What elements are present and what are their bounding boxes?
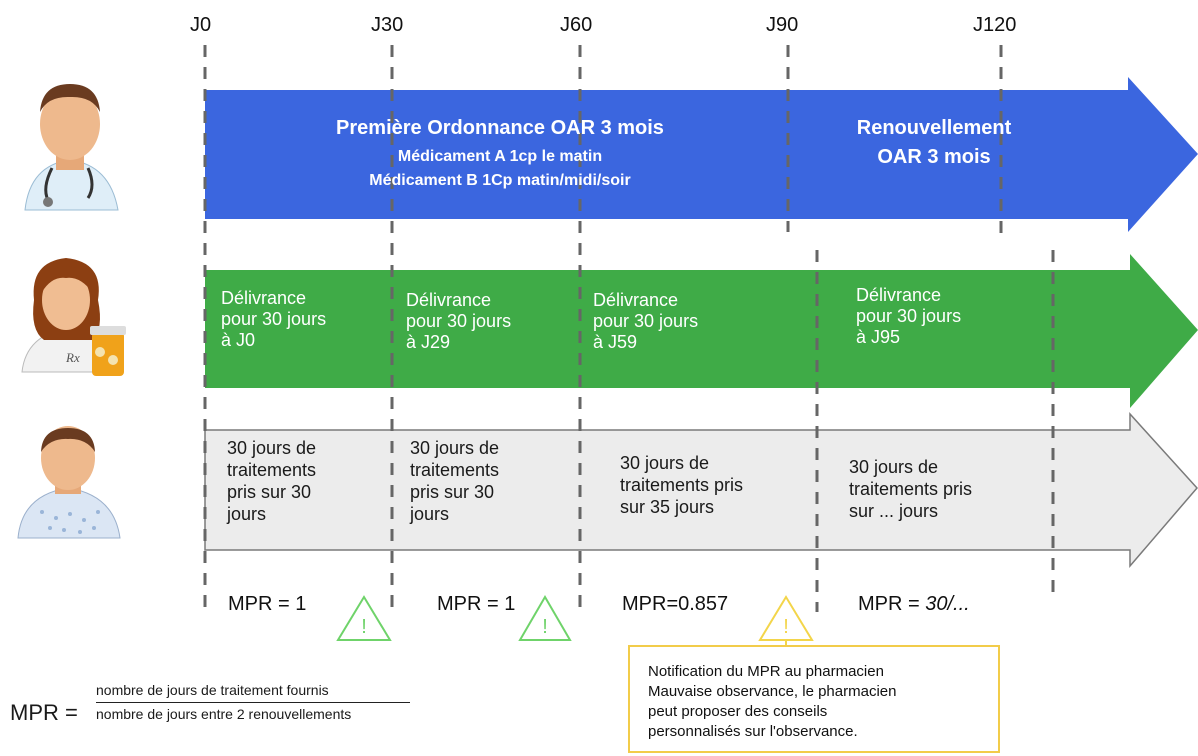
- treatment-1-line3: pris sur 30: [227, 482, 312, 502]
- notification-line2: Mauvaise observance, le pharmacien: [648, 683, 897, 700]
- notification-line1: Notification du MPR au pharmacien: [648, 663, 884, 680]
- delivery-3-line2: pour 30 jours: [593, 311, 699, 331]
- delivery-1-line2: pour 30 jours: [221, 309, 327, 329]
- day-markers: [203, 45, 1055, 612]
- delivery-1: Délivrance pour 30 jours à J0: [221, 288, 326, 351]
- formula-numerator: nombre de jours de traitement fournis: [96, 682, 329, 698]
- mpr-value-4-prefix: MPR =: [858, 593, 926, 615]
- treatment-2-line4: jours: [410, 504, 450, 524]
- delivery-1-line1: Délivrance: [221, 288, 307, 308]
- treatment-4-line2: traitements pris: [849, 479, 973, 499]
- prescription-arrow: [205, 77, 1198, 232]
- delivery-4-line3: à J95: [856, 327, 901, 347]
- mpr-value-4-value: 30/...: [925, 593, 970, 615]
- patient-icon: [17, 426, 121, 539]
- renewal-line2: OAR 3 mois: [877, 146, 991, 168]
- treatment-3-line3: sur 35 jours: [620, 497, 715, 517]
- mpr-value-4: MPR = 30/...: [858, 593, 970, 616]
- pharmacist-icon: Rx: [21, 258, 126, 376]
- treatment-4-line3: sur ... jours: [849, 501, 939, 521]
- svg-text:!: !: [783, 616, 789, 638]
- treatment-arrow: [204, 412, 1198, 569]
- notification-line3: peut proposer des conseils: [648, 703, 828, 720]
- notification-line4: personnalisés sur l'observance.: [648, 723, 858, 740]
- day-label-j30: J30: [371, 14, 404, 36]
- treatment-3-line1: 30 jours de: [620, 453, 710, 473]
- warning-icon-3: !: [758, 595, 814, 641]
- delivery-4-line2: pour 30 jours: [856, 306, 962, 326]
- delivery-3-line3: à J59: [593, 332, 638, 352]
- svg-text:!: !: [542, 616, 548, 638]
- delivery-2-line2: pour 30 jours: [406, 311, 512, 331]
- treatment-4: 30 jours de traitements pris sur ... jou…: [849, 456, 972, 522]
- treatment-1-line1: 30 jours de: [227, 438, 317, 458]
- day-label-j0: J0: [190, 14, 212, 36]
- day-label-j60: J60: [560, 14, 593, 36]
- delivery-4-line1: Délivrance: [856, 285, 942, 305]
- delivery-arrow: [205, 254, 1198, 408]
- day-label-j120: J120: [973, 14, 1017, 36]
- renewal-line1: Renouvellement: [856, 117, 1012, 139]
- svg-text:Rx: Rx: [65, 350, 80, 365]
- doctor-icon: [24, 84, 119, 211]
- first-prescription-line1: Médicament A 1cp le matin: [397, 148, 603, 165]
- treatment-1-line2: traitements: [227, 460, 317, 480]
- formula-fraction-bar: [96, 702, 410, 703]
- treatment-3: 30 jours de traitements pris sur 35 jour…: [620, 452, 743, 518]
- delivery-3-line1: Délivrance: [593, 290, 679, 310]
- treatment-4-line1: 30 jours de: [849, 457, 939, 477]
- svg-text:!: !: [361, 616, 367, 638]
- delivery-1-line3: à J0: [221, 330, 256, 350]
- warning-icon-1: !: [336, 595, 392, 641]
- treatment-2: 30 jours de traitements pris sur 30 jour…: [410, 437, 499, 525]
- formula-denominator: nombre de jours entre 2 renouvellements: [96, 706, 352, 722]
- delivery-2: Délivrance pour 30 jours à J29: [406, 290, 511, 353]
- treatment-3-line2: traitements pris: [620, 475, 744, 495]
- formula-lhs: MPR =: [10, 700, 78, 725]
- delivery-4: Délivrance pour 30 jours à J95: [856, 285, 961, 348]
- treatment-2-line3: pris sur 30: [410, 482, 495, 502]
- delivery-2-line3: à J29: [406, 332, 451, 352]
- treatment-1-line4: jours: [227, 504, 267, 524]
- mpr-value-2: MPR = 1: [437, 593, 516, 615]
- treatment-2-line2: traitements: [410, 460, 500, 480]
- notification-box: Notification du MPR au pharmacien Mauvai…: [628, 645, 1000, 753]
- day-label-j90: J90: [766, 14, 799, 36]
- mpr-value-1: MPR = 1: [228, 593, 307, 615]
- treatment-1: 30 jours de traitements pris sur 30 jour…: [227, 437, 316, 525]
- first-prescription-title: Première Ordonnance OAR 3 mois: [336, 117, 664, 139]
- warning-icon-2: !: [518, 595, 572, 641]
- delivery-3: Délivrance pour 30 jours à J59: [593, 290, 698, 353]
- treatment-2-line1: 30 jours de: [410, 438, 500, 458]
- first-prescription-line2: Médicament B 1Cp matin/midi/soir: [369, 172, 631, 189]
- mpr-value-3: MPR=0.857: [622, 593, 729, 615]
- delivery-2-line1: Délivrance: [406, 290, 492, 310]
